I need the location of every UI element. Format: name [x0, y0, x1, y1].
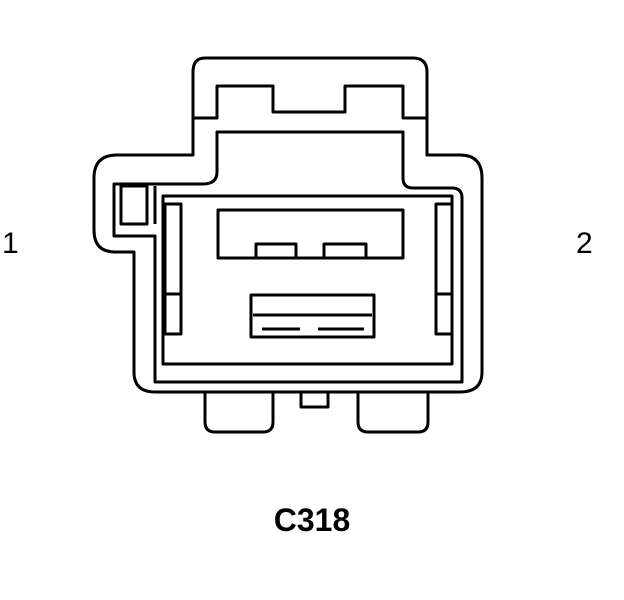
terminal-slot-upper — [216, 208, 405, 260]
left-latch-block — [119, 184, 149, 226]
bottom-foot-right — [356, 392, 430, 434]
latch-inner-outline — [193, 84, 427, 120]
housing-outer-outline — [92, 56, 484, 394]
inner-cavity — [161, 194, 454, 366]
right-rib-upper — [434, 202, 454, 296]
pin-2-label: 2 — [576, 227, 593, 260]
terminal-pin-1 — [254, 242, 298, 260]
terminal-slot-lower — [249, 293, 376, 339]
terminal-pin-2 — [322, 242, 368, 260]
right-rib-lower — [434, 292, 454, 336]
bottom-key-tab — [299, 390, 330, 409]
left-rib-lower — [163, 292, 183, 336]
connector-id-label: C318 — [273, 502, 351, 538]
pin-1-label: 1 — [2, 227, 19, 260]
housing-inner-outline — [112, 130, 464, 384]
left-rib-upper — [163, 202, 183, 296]
bottom-foot-left — [203, 392, 275, 434]
